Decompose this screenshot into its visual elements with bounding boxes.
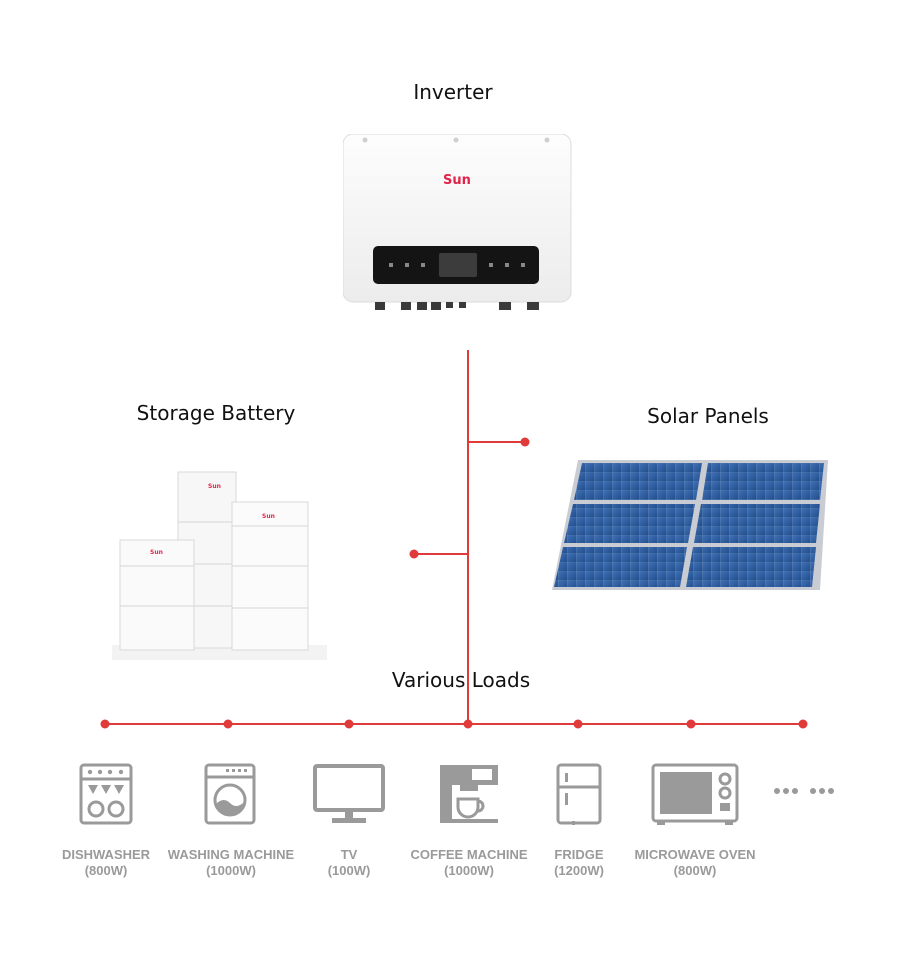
svg-text:Sun: Sun xyxy=(150,549,163,556)
dishwasher-icon xyxy=(79,763,133,830)
load-caption-washing-machine: WASHING MACHINE (1000W) xyxy=(168,847,294,879)
load-name: DISHWASHER xyxy=(62,847,150,863)
load-name: COFFEE MACHINE xyxy=(411,847,528,863)
load-node xyxy=(464,720,473,729)
storage-battery-image: Sun Sun Sun xyxy=(112,460,327,660)
load-node xyxy=(687,720,696,729)
fridge-icon xyxy=(556,763,602,830)
load-caption-coffee-machine: COFFEE MACHINE (1000W) xyxy=(411,847,528,879)
load-caption-dishwasher: DISHWASHER (800W) xyxy=(62,847,150,879)
more-loads-icon xyxy=(772,784,836,802)
various-loads-label: Various Loads xyxy=(392,668,530,692)
solar-panels-label: Solar Panels xyxy=(647,404,769,428)
load-power: (800W) xyxy=(634,863,755,879)
load-power: (1000W) xyxy=(168,863,294,879)
solar-node xyxy=(521,438,530,447)
brand-logo: Sun xyxy=(443,173,471,188)
load-name: FRIDGE xyxy=(554,847,604,863)
tv-icon xyxy=(312,763,386,830)
load-name: WASHING MACHINE xyxy=(168,847,294,863)
inverter-label: Inverter xyxy=(413,80,492,104)
load-power: (100W) xyxy=(328,863,371,879)
load-power: (1200W) xyxy=(554,863,604,879)
svg-text:Sun: Sun xyxy=(208,483,221,490)
solar-panels-image xyxy=(550,455,830,595)
svg-text:Sun: Sun xyxy=(262,513,275,520)
load-node xyxy=(345,720,354,729)
load-node xyxy=(224,720,233,729)
inverter-image: Sun xyxy=(343,134,573,314)
coffee-machine-icon xyxy=(438,763,500,830)
load-node xyxy=(574,720,583,729)
load-node xyxy=(799,720,808,729)
load-name: TV xyxy=(328,847,371,863)
load-caption-fridge: FRIDGE (1200W) xyxy=(554,847,604,879)
load-name: MICROWAVE OVEN xyxy=(634,847,755,863)
load-node xyxy=(101,720,110,729)
load-caption-tv: TV (100W) xyxy=(328,847,371,879)
microwave-icon xyxy=(651,763,739,830)
load-power: (1000W) xyxy=(411,863,528,879)
storage-battery-label: Storage Battery xyxy=(137,401,296,425)
washing-machine-icon xyxy=(204,763,256,830)
load-caption-microwave-oven: MICROWAVE OVEN (800W) xyxy=(634,847,755,879)
battery-node xyxy=(410,550,419,559)
load-power: (800W) xyxy=(62,863,150,879)
